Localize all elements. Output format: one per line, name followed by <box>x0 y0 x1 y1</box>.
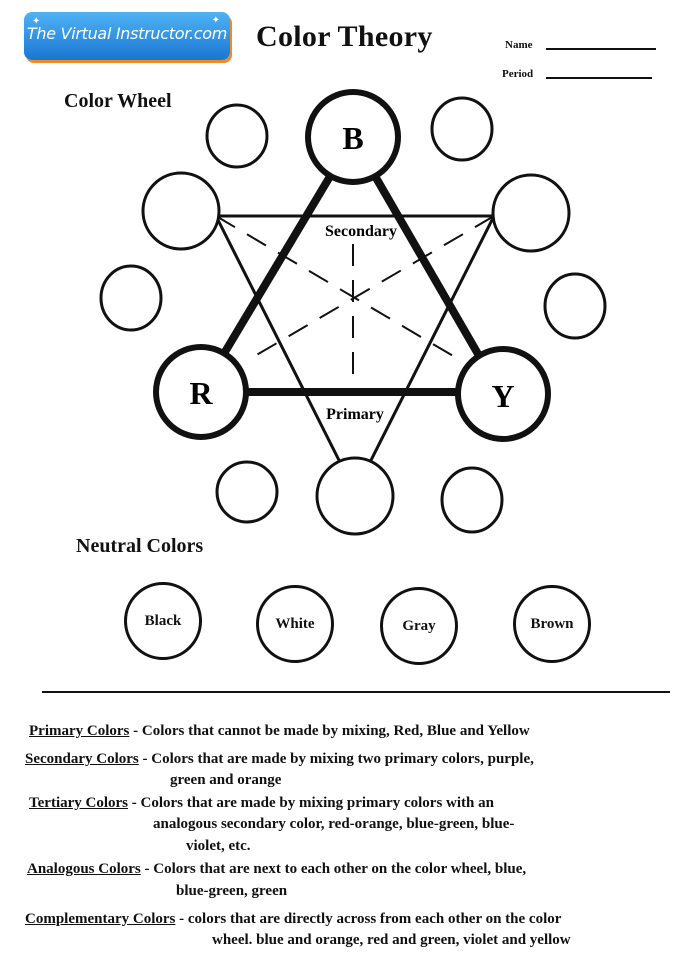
tertiary-circle-left <box>99 264 163 332</box>
tertiary-circle-top-right <box>430 96 494 162</box>
tertiary-circle-bottom-left <box>215 460 279 524</box>
definition-term: Analogous Colors <box>27 861 141 877</box>
color-wheel-heading: Color Wheel <box>64 90 172 112</box>
definition-term: Complementary Colors <box>25 911 176 927</box>
definition-secondary: Secondary Colors - Colors that are made … <box>25 748 534 770</box>
primary-triangle <box>197 134 504 396</box>
primary-circle-blue <box>305 89 401 185</box>
name-field[interactable] <box>546 48 656 50</box>
definition-complementary: Complementary Colors - colors that are d… <box>25 908 561 930</box>
tertiary-circle-bottom-right <box>440 466 504 534</box>
definition-text: - Colors that are made by mixing primary… <box>128 795 494 811</box>
definition-tertiary: Tertiary Colors - Colors that are made b… <box>29 792 494 814</box>
logo-badge: ✦ ✦ The Virtual Instructor.com <box>24 12 230 60</box>
name-label: Name <box>505 39 533 51</box>
section-divider <box>42 691 670 693</box>
definition-text: - Colors that are made by mixing two pri… <box>138 751 534 767</box>
color-wheel-diagram: B R Y Secondary Primary <box>99 89 607 536</box>
secondary-triangle <box>213 214 497 496</box>
red-letter: R <box>189 375 213 411</box>
neutral-circle-gray: Gray <box>380 587 458 665</box>
definition-term: Primary Colors <box>29 723 130 739</box>
tertiary-circle-top-left <box>205 103 269 169</box>
definition-primary: Primary Colors - Colors that cannot be m… <box>29 720 530 742</box>
yellow-letter: Y <box>491 378 514 414</box>
primary-circle-red <box>153 344 249 440</box>
definition-tertiary-continued: analogous secondary color, red-orange, b… <box>153 816 515 832</box>
period-field[interactable] <box>546 77 652 79</box>
blue-letter: B <box>342 120 363 156</box>
definition-term: Secondary Colors <box>25 751 139 767</box>
definition-complementary-continued: wheel. blue and orange, red and green, v… <box>212 932 571 948</box>
sparkle-icon: ✦ <box>32 16 41 27</box>
secondary-circle-right <box>491 173 571 253</box>
sparkle-icon: ✦ <box>211 15 220 26</box>
primary-label: Primary <box>326 406 384 423</box>
page-title: Color Theory <box>256 20 433 53</box>
logo-text: The Virtual Instructor.com <box>26 24 228 43</box>
neutral-circle-white: White <box>256 585 334 663</box>
secondary-label: Secondary <box>325 223 397 240</box>
secondary-circle-left <box>141 171 221 251</box>
definition-tertiary-continued-2: violet, etc. <box>186 838 251 854</box>
period-label: Period <box>502 68 534 80</box>
definition-secondary-continued: green and orange <box>170 772 282 788</box>
definition-text: - Colors that cannot be made by mixing, … <box>129 723 530 739</box>
definition-text: - Colors that are next to each other on … <box>140 861 527 877</box>
secondary-circle-bottom <box>315 456 395 536</box>
definition-analogous-continued: blue-green, green <box>176 883 288 899</box>
definition-text: - colors that are directly across from e… <box>175 911 562 927</box>
dashed-spokes <box>215 215 495 390</box>
neutral-colors-heading: Neutral Colors <box>76 535 204 557</box>
definition-analogous: Analogous Colors - Colors that are next … <box>27 858 526 880</box>
tertiary-circle-right <box>543 272 607 340</box>
primary-circle-yellow <box>455 346 551 442</box>
neutral-circle-black: Black <box>124 582 202 660</box>
neutral-circle-brown: Brown <box>513 585 591 663</box>
definition-term: Tertiary Colors <box>29 795 129 811</box>
